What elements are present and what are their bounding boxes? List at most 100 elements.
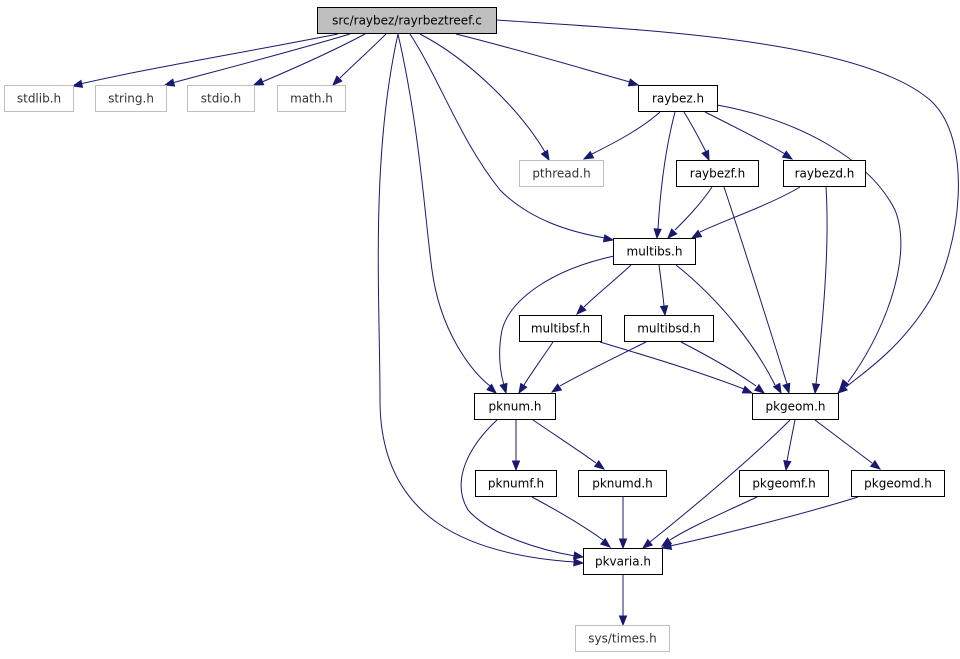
edge-raybezd-to-pkgeom (811, 186, 828, 395)
node-pthread: pthread.h (519, 160, 604, 187)
node-box (783, 160, 866, 187)
edge-line (591, 111, 661, 155)
node-label: pkgeom.h (765, 400, 825, 414)
node-pknum[interactable]: pknum.h (474, 393, 556, 420)
node-label: multibsf.h (531, 322, 590, 336)
arrowhead-icon (690, 229, 703, 239)
arrowhead-icon (602, 234, 615, 243)
node-box (475, 470, 557, 497)
node-label: stdlib.h (17, 92, 61, 106)
edge-line (786, 419, 796, 462)
edge-line (377, 33, 576, 563)
edge-rayrbeztreef-to-math (332, 33, 387, 86)
edge-multibsd-to-pkgeom (680, 341, 766, 394)
node-pkvaria[interactable]: pkvaria.h (583, 548, 663, 575)
edge-line (171, 33, 351, 84)
arrowhead-icon (252, 77, 265, 86)
arrowhead-icon (550, 383, 563, 393)
node-multibs[interactable]: multibs.h (613, 238, 696, 265)
arrowhead-icon (332, 75, 343, 86)
edge-line (419, 33, 546, 153)
arrowhead-icon (667, 228, 678, 240)
edge-line (674, 186, 713, 231)
node-box (317, 7, 497, 34)
edge-line (495, 19, 959, 388)
arrowhead-icon (573, 558, 585, 567)
node-raybezf[interactable]: raybezf.h (676, 160, 759, 187)
node-rayrbeztreef: src/raybez/rayrbeztreef.c (317, 7, 497, 34)
edge-rayrbeztreef-to-pthread (419, 33, 550, 162)
node-label: raybezf.h (690, 167, 745, 181)
node-box (752, 393, 839, 420)
node-multibsd[interactable]: multibsd.h (624, 315, 714, 342)
arrowhead-icon (627, 78, 640, 87)
edge-line (532, 419, 597, 464)
edge-line (716, 104, 902, 383)
node-pkgeomf[interactable]: pkgeomf.h (739, 470, 829, 497)
arrowhead-icon (869, 459, 882, 470)
node-multibsf[interactable]: multibsf.h (519, 315, 602, 342)
node-box (638, 85, 718, 112)
edge-pkgeom-to-pkvaria (641, 419, 791, 549)
edge-rayrbeztreef-to-stdlib (71, 33, 339, 88)
arrowhead-icon (641, 538, 654, 549)
node-box (676, 160, 759, 187)
node-label: multibsd.h (637, 322, 701, 336)
node-pkgeomd[interactable]: pkgeomd.h (851, 470, 945, 497)
node-box (851, 470, 945, 497)
arrowhead-icon (659, 305, 669, 317)
edge-pkgeomf-to-pkvaria (660, 496, 758, 547)
node-raybez[interactable]: raybez.h (638, 85, 718, 112)
node-box (613, 238, 696, 265)
edge-line (261, 33, 366, 83)
node-pknumf[interactable]: pknumf.h (475, 470, 557, 497)
arrowhead-icon (486, 383, 498, 394)
edge-line (455, 33, 631, 83)
node-pknumd[interactable]: pknumd.h (578, 470, 667, 497)
edge-raybezf-to-pkgeom (723, 186, 791, 395)
node-pkgeom[interactable]: pkgeom.h (752, 393, 839, 420)
edge-multibsf-to-pknum (518, 341, 554, 395)
arrowhead-icon (593, 459, 606, 470)
node-box (519, 315, 602, 342)
node-raybezd[interactable]: raybezd.h (783, 160, 866, 187)
edge-multibs-to-multibsd (658, 264, 669, 317)
edge-raybez-to-raybezd (704, 111, 794, 160)
node-box (474, 393, 556, 420)
edge-multibsd-to-pknum (550, 341, 647, 393)
edge-multibs-to-multibsf (576, 264, 632, 315)
node-box (95, 85, 167, 112)
node-math: math.h (277, 85, 346, 112)
arrowhead-icon (576, 304, 587, 315)
edge-line (79, 33, 339, 85)
edge-pkgeomd-to-pkvaria (660, 496, 859, 551)
edge-line (669, 496, 859, 547)
edge-pknumd-to-pkvaria (618, 496, 628, 550)
edge-line (704, 111, 786, 155)
edge-raybez-to-pkgeom (716, 104, 902, 391)
node-box (575, 625, 670, 652)
arrowhead-icon (511, 460, 521, 472)
node-label: pknum.h (489, 400, 542, 414)
arrowhead-icon (741, 385, 754, 394)
arrowhead-icon (499, 382, 508, 395)
edge-line (559, 341, 647, 387)
node-label: pknumf.h (488, 477, 544, 491)
edge-raybez-to-raybezf (683, 111, 710, 162)
edge-line (657, 111, 676, 230)
edge-line (599, 341, 745, 390)
edge-line (499, 255, 615, 386)
edge-pknum-to-pkvaria (460, 419, 585, 560)
node-label: pkvaria.h (595, 555, 651, 569)
edge-line (583, 264, 632, 308)
edge-line (675, 264, 776, 386)
edge-line (460, 419, 576, 557)
edge-line (669, 496, 758, 541)
node-label: raybezd.h (795, 167, 855, 181)
node-label: multibs.h (627, 245, 683, 259)
node-stdio: stdio.h (187, 85, 255, 112)
node-label: stdio.h (201, 92, 241, 106)
arrowhead-icon (772, 382, 782, 395)
